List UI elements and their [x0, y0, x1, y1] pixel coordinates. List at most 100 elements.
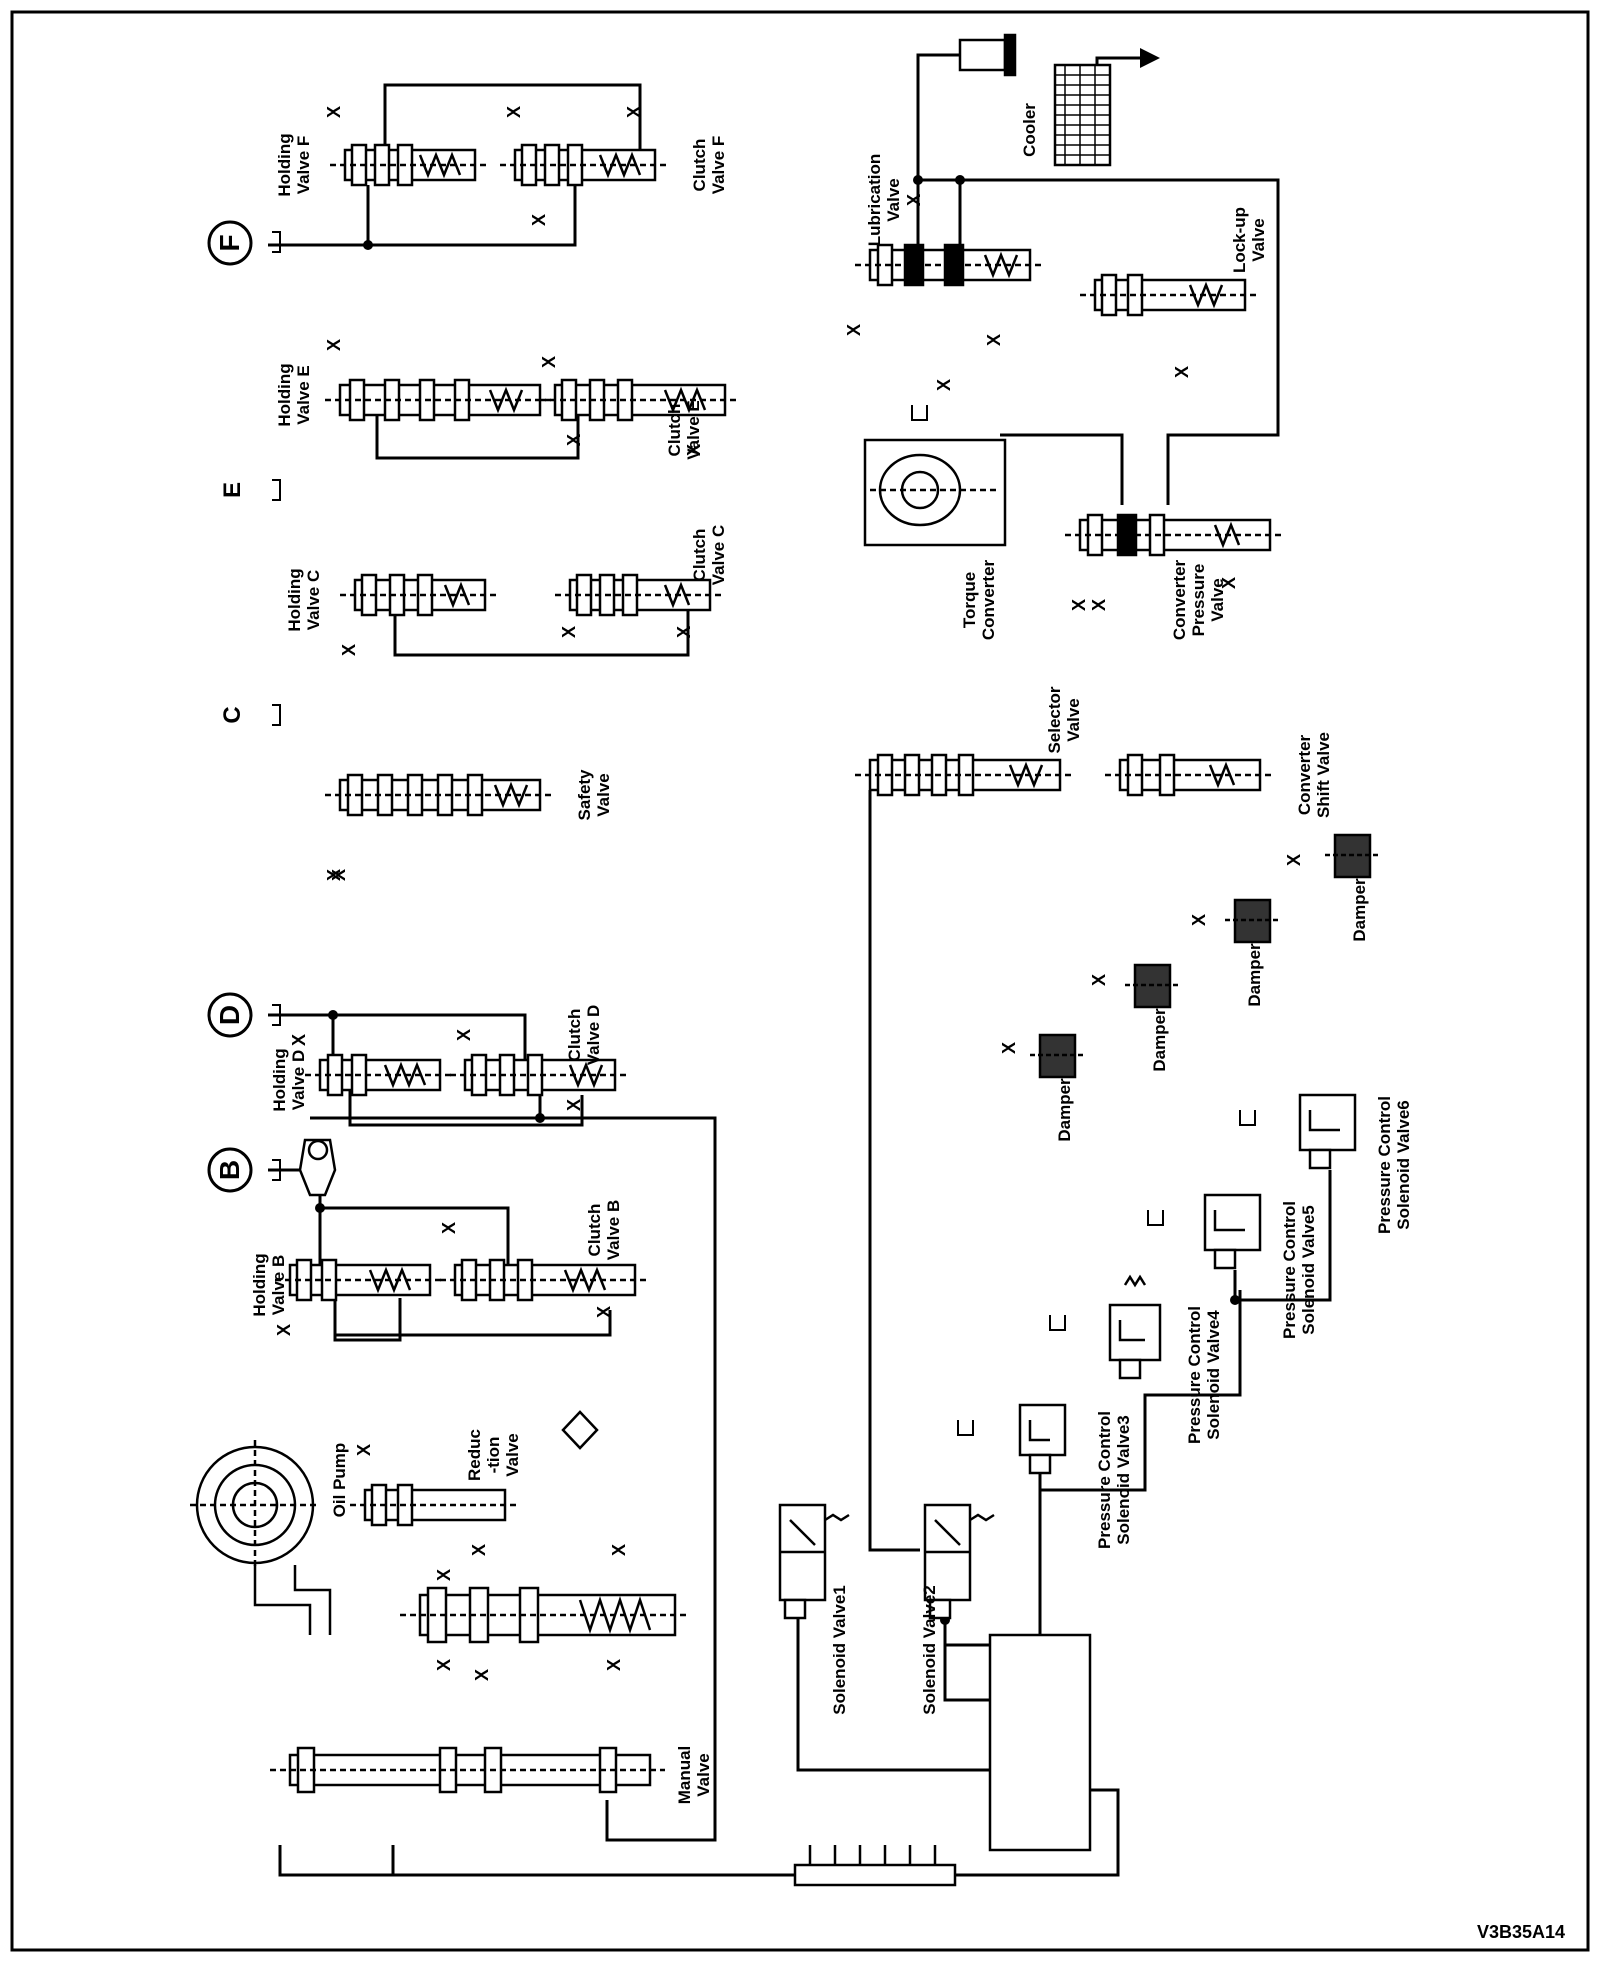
label-line: Clutch	[690, 529, 709, 582]
exhaust-x-mark: X	[529, 214, 549, 226]
holding-valve-b-symbol	[275, 1258, 445, 1302]
lubrication-valve-symbol	[855, 243, 1045, 287]
label-line: Holding	[275, 363, 294, 426]
label-line: Valve	[1208, 578, 1227, 622]
label-line: Valve F	[294, 136, 313, 195]
label-oil-pump: Oil Pump	[330, 1443, 349, 1518]
clutch-valve-f-symbol	[500, 143, 670, 187]
label-line: Solenoid Valve5	[1299, 1205, 1318, 1334]
exhaust-x-mark: X	[1069, 599, 1089, 611]
exhaust-x-mark: X	[1172, 366, 1192, 378]
selector-valve-symbol	[855, 753, 1075, 797]
pressure-control-solenoid-valve-4-symbol	[1108, 1274, 1162, 1380]
exhaust-x-mark: X	[559, 626, 579, 638]
cooler-outlet-arrow	[1140, 48, 1160, 68]
holding-valve-e-symbol	[325, 378, 555, 422]
lockup-valve-symbol	[1080, 273, 1260, 317]
exhaust-x-mark: X	[564, 1099, 584, 1111]
label-line: Valve C	[709, 525, 728, 586]
exhaust-x-mark: X	[934, 379, 954, 391]
circle-marker-f: F	[207, 220, 253, 266]
label-line: Damper	[1150, 1008, 1169, 1072]
clutch-valve-d-symbol	[450, 1053, 630, 1097]
label-solenoid-valve-2: Solenoid Valve2	[920, 1585, 939, 1714]
damper-4-symbol	[1325, 833, 1380, 879]
marker-c: C	[219, 706, 246, 723]
label-line: Damper	[1245, 943, 1264, 1007]
exhaust-x-mark: X	[984, 334, 1004, 346]
exhaust-x-mark: X	[624, 106, 644, 118]
manual-valve-symbol	[270, 1746, 665, 1794]
holding-valve-f-symbol	[330, 143, 490, 187]
label-line: Clutch	[565, 1009, 584, 1062]
label-line: Solenoid Valve1	[830, 1585, 849, 1714]
pressure-control-solenoid-valve-3-symbol	[1018, 1403, 1067, 1475]
exhaust-x-mark: X	[684, 444, 704, 456]
exhaust-x-mark: X	[604, 1659, 624, 1671]
label-line: Shift Valve	[1314, 732, 1333, 818]
label-line: Damper	[1055, 1078, 1074, 1142]
torque-converter-symbol	[863, 438, 1007, 547]
label-line: Valve	[594, 773, 613, 817]
reduction-valve-symbol	[350, 1483, 520, 1527]
cooler-symbol	[1053, 63, 1112, 167]
clutch-valve-b-symbol	[440, 1258, 650, 1302]
exhaust-x-mark: X	[472, 1669, 492, 1681]
label-line: Valve C	[304, 570, 323, 631]
solenoid-valve-1-symbol	[778, 1503, 850, 1620]
figure-code: V3B35A14	[1477, 1922, 1565, 1942]
valves	[190, 33, 1380, 1887]
exhaust-x-mark: X	[434, 1659, 454, 1671]
label-line: Solenoid Valve2	[920, 1585, 939, 1714]
exhaust-x-mark: X	[844, 324, 864, 336]
label-line: Valve	[503, 1433, 522, 1477]
holding-valve-c-symbol	[340, 573, 500, 617]
safety-valve-symbol	[325, 773, 555, 817]
shuttle-valve-b-symbol	[298, 1138, 337, 1197]
label-line: Converter	[1170, 559, 1189, 640]
label-line: Selector	[1045, 686, 1064, 753]
label-line: Lock-up	[1230, 207, 1249, 273]
label-damper-4: Damper	[1350, 878, 1369, 942]
label-line: Holding	[275, 133, 294, 196]
port-marks	[272, 231, 1256, 1436]
exhaust-x-mark: X	[999, 1042, 1019, 1054]
exhaust-x-mark: X	[1219, 577, 1239, 589]
label-line: Valve	[1064, 698, 1083, 742]
exhaust-x-mark: X	[609, 1544, 629, 1556]
exhaust-x-mark: X	[504, 106, 524, 118]
svg-text:F: F	[214, 234, 245, 251]
exhaust-x-mark: X	[439, 1222, 459, 1234]
cooler-check-valve-symbol	[958, 33, 1017, 77]
label-line: Clutch	[585, 1204, 604, 1257]
exhaust-x-mark: X	[454, 1029, 474, 1041]
diamond-marker	[561, 1410, 599, 1450]
label-line: Pressure Control	[1095, 1411, 1114, 1549]
exhaust-x-mark: X	[324, 339, 344, 351]
damper-2-symbol	[1125, 963, 1180, 1009]
exhaust-x-mark: X	[1189, 914, 1209, 926]
label-line: Valve D	[584, 1005, 603, 1066]
label-line: Clutch	[690, 139, 709, 192]
exhaust-x-mark: X	[434, 1569, 454, 1581]
label-line: Cooler	[1020, 103, 1039, 157]
holding-valve-d-symbol	[305, 1053, 455, 1097]
label-line: Oil Pump	[330, 1443, 349, 1518]
label-line: Lubrication	[865, 154, 884, 247]
